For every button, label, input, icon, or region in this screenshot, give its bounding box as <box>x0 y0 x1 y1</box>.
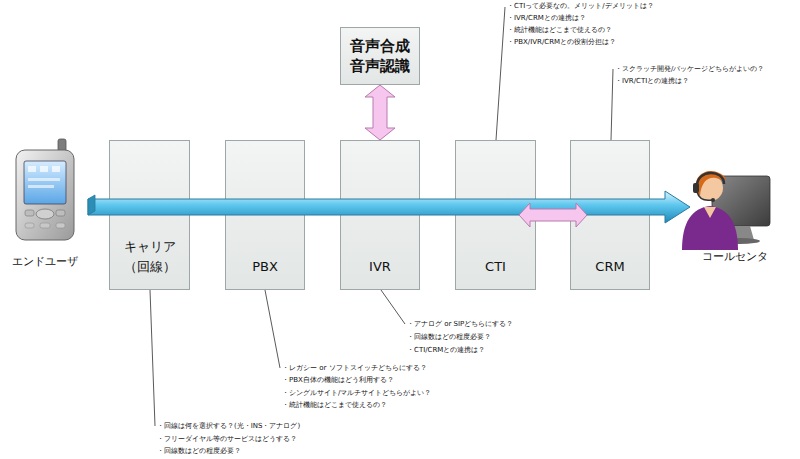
question-note: ・PBX/IVR/CRMとの役割分担は？ <box>507 38 616 47</box>
actor-label: エンドユーザ <box>12 255 78 269</box>
question-note: ・PBX自体の機能はどう利用する？ <box>282 376 394 385</box>
node-label: キャリア （回線） <box>116 237 183 277</box>
double-arrow-connector <box>365 85 395 140</box>
phone-key <box>25 210 34 216</box>
question-note: ・アナログ or SIPどちらにする？ <box>407 320 513 329</box>
question-note: ・スクラッチ開発/パッケージどちらがよいの？ <box>615 65 764 74</box>
question-note: ・統計機能はどこまで使えるの？ <box>282 401 387 410</box>
phone-key <box>25 223 34 228</box>
leader-line <box>150 290 155 426</box>
leader-line <box>611 69 613 140</box>
node-label: CTI <box>485 257 506 277</box>
leader-line <box>496 7 505 140</box>
leader-line <box>265 290 280 368</box>
question-note: ・フリーダイヤル等のサービスはどうする？ <box>157 435 297 444</box>
question-note: ・回線数はどの程度必要？ <box>157 447 241 456</box>
double-arrow-connector <box>519 203 587 227</box>
question-note: ・IVR/CRMとの連携は？ <box>507 14 586 23</box>
question-note: ・CTI/CRMとの連携は？ <box>407 346 485 355</box>
operator-neck <box>704 207 716 218</box>
leader-lines <box>150 7 613 426</box>
flow-arrow-cap <box>88 195 95 215</box>
node-label: CRM <box>595 257 624 277</box>
flow-arrow <box>88 191 690 223</box>
speech-engine-box: 音声合成 音声認識 <box>340 27 420 85</box>
question-note: ・統計機能はどこまで使えるの？ <box>507 26 612 35</box>
question-note: ・回線は何を選択する？(光・INS・アナログ) <box>157 422 300 431</box>
phone-body <box>16 150 74 240</box>
phone-key <box>56 210 65 216</box>
question-note: ・CTIって必要なの。メリット/デメリットは？ <box>507 2 654 11</box>
node-label: IVR <box>369 257 391 277</box>
question-note: ・レガシー or ソフトスイッチどちらにする？ <box>282 364 427 373</box>
phone-screen-icon <box>28 166 36 172</box>
actor-label: コールセンタ <box>702 250 768 264</box>
leader-line <box>381 290 405 324</box>
phone-nav-button <box>36 209 54 219</box>
node-label: PBX <box>252 257 278 277</box>
question-note: ・シングルサイト/マルチサイトどちらがよい？ <box>282 389 431 398</box>
question-note: ・回線数はどの程度必要？ <box>407 333 491 342</box>
phone-key <box>56 223 65 228</box>
operator-icon <box>682 171 770 250</box>
headset-band <box>697 173 724 186</box>
phone-screen <box>24 161 66 204</box>
phone-screen-icon <box>52 166 60 172</box>
operator-hair <box>695 171 725 196</box>
phone-key <box>40 223 50 228</box>
phone-screen-icon <box>40 166 48 172</box>
headset-mic <box>697 192 712 200</box>
phone-icon <box>16 139 74 240</box>
node-label: 音声合成 音声認識 <box>347 36 413 76</box>
phone-screen-line <box>28 178 60 181</box>
headset-earpiece <box>693 183 699 193</box>
headset-mic-tip <box>711 198 715 202</box>
question-note: ・IVR/CTIとの連携は？ <box>615 77 689 86</box>
operator-body <box>682 206 738 250</box>
phone-screen-line <box>28 185 54 188</box>
